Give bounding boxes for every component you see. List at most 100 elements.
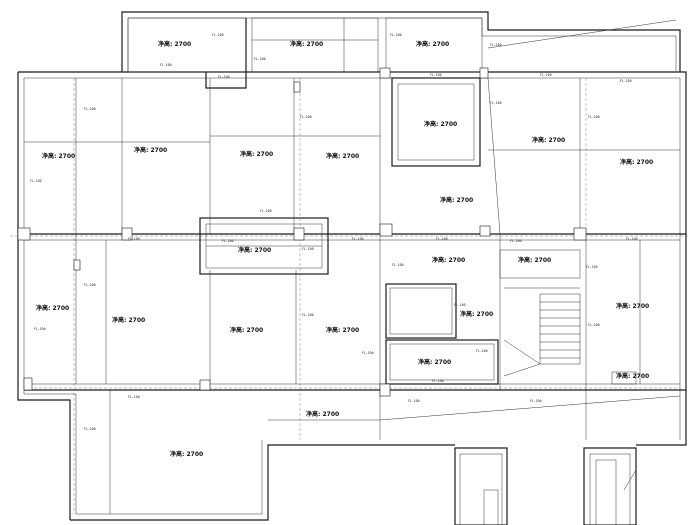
dim-label: FL-100: [362, 351, 374, 355]
dim-label: FL-100: [392, 263, 404, 267]
room-label: 净高: 2700: [532, 136, 565, 144]
stair-outline: [539, 293, 581, 365]
room-framed-upper: [391, 77, 481, 167]
dim-label: FL-100: [510, 239, 522, 243]
dim-label: FL-100: [254, 57, 266, 61]
room-label: 净高: 2700: [326, 152, 359, 160]
wall-top-block: [121, 11, 681, 72]
wall-left-inner: [23, 78, 263, 515]
column: [23, 377, 33, 391]
dim-label: FL-100: [218, 75, 230, 79]
room-framed-right-a: [385, 283, 457, 339]
room-label: 净高: 2700: [460, 310, 493, 318]
dim-label: FL-100: [128, 237, 140, 241]
stair: [503, 287, 581, 377]
room-label: 净高: 2700: [518, 256, 551, 264]
wall-main-inner: [24, 77, 681, 440]
column: [17, 227, 31, 241]
dim-label: FL-100: [160, 63, 172, 67]
wall-left: [17, 72, 71, 520]
dim-label: FL-100: [222, 239, 234, 243]
stair-landing: [503, 339, 541, 377]
room-label: 净高: 2700: [440, 196, 473, 204]
wall-top-1: [205, 18, 247, 89]
column: [479, 67, 489, 79]
lower-elements: [454, 447, 637, 525]
dim-label: FL-100: [302, 313, 314, 317]
column: [121, 227, 133, 241]
dim-label: FL-100: [84, 427, 96, 431]
room-label: 净高: 2700: [418, 358, 451, 366]
dim-label: FL-100: [430, 73, 442, 77]
column: [379, 67, 391, 79]
room-right-mid: [499, 249, 581, 279]
dim-label: FL-100: [436, 237, 448, 241]
lower-box-1: [454, 447, 508, 525]
top-rooms: [127, 17, 483, 89]
room-label: 净高: 2700: [170, 450, 203, 458]
dim-label: FL-100: [390, 33, 402, 37]
dim-label: FL-100: [490, 43, 502, 47]
column: [573, 227, 587, 241]
column: [73, 259, 81, 271]
room-label: 净高: 2700: [112, 316, 145, 324]
dim-label: FL-100: [540, 73, 552, 77]
room-label: 净高: 2700: [158, 40, 191, 48]
room-label: 净高: 2700: [432, 256, 465, 264]
dim-label: FL-100: [620, 79, 632, 83]
wall-bottom-left: [70, 444, 455, 521]
room-label: 净高: 2700: [416, 40, 449, 48]
room-grid: [18, 77, 686, 514]
lower-diag: [623, 469, 637, 491]
dim-label: FL-100: [260, 209, 272, 213]
room-label: 净高: 2700: [238, 246, 271, 254]
lower-box-1-core: [483, 489, 499, 525]
room-framed-upper-inner: [397, 83, 475, 161]
dim-label: FL-100: [476, 349, 488, 353]
room-label: 净高: 2700: [290, 40, 323, 48]
room-labels: 净高: 2700 净高: 2700 净高: 2700 净高: 2700 净高: …: [36, 40, 653, 458]
dimension-labels: FL-100 FL-100 FL-100 FL-100 FL-100 FL-10…: [30, 33, 638, 431]
room-top-2: [251, 17, 379, 73]
column: [379, 223, 393, 237]
lower-box-1-inner: [459, 453, 503, 525]
room-framed-right-a-inner: [389, 287, 453, 335]
slope-line-bottom: [379, 395, 681, 421]
dim-label: FL-100: [490, 101, 502, 105]
dim-label: FL-100: [302, 247, 314, 251]
column: [379, 383, 391, 397]
room-label: 净高: 2700: [326, 326, 359, 334]
dim-label: FL-100: [300, 115, 312, 119]
wall-top-inner: [127, 17, 677, 72]
room-framed-right-b: [385, 339, 499, 385]
lower-box-2-core: [595, 459, 617, 525]
dim-label: FL-100: [454, 303, 466, 307]
room-label: 净高: 2700: [616, 372, 649, 380]
room-top-3: [385, 17, 483, 73]
dim-label: FL-100: [588, 323, 600, 327]
dim-label: FL-100: [432, 379, 444, 383]
column: [293, 227, 305, 241]
dim-label: FL-100: [586, 265, 598, 269]
room-framed-right-b-inner: [389, 343, 495, 381]
dim-label: FL-100: [530, 399, 542, 403]
column: [479, 225, 491, 237]
room-label: 净高: 2700: [424, 120, 457, 128]
dim-label: FL-100: [84, 283, 96, 287]
room-label: 净高: 2700: [36, 304, 69, 312]
dim-label: FL-100: [352, 237, 364, 241]
dim-label: FL-100: [588, 115, 600, 119]
room-label: 净高: 2700: [240, 150, 273, 158]
dim-label: FL-100: [128, 395, 140, 399]
dashed-grid: [10, 78, 690, 514]
columns: [17, 67, 587, 397]
room-label: 净高: 2700: [42, 152, 75, 160]
room-label: 净高: 2700: [134, 146, 167, 154]
dim-label: FL-100: [84, 107, 96, 111]
lower-small-box: [611, 371, 637, 385]
grid-v-6: [487, 77, 501, 235]
room-framed-center: [199, 217, 329, 275]
lower-box-2-inner: [589, 453, 631, 525]
